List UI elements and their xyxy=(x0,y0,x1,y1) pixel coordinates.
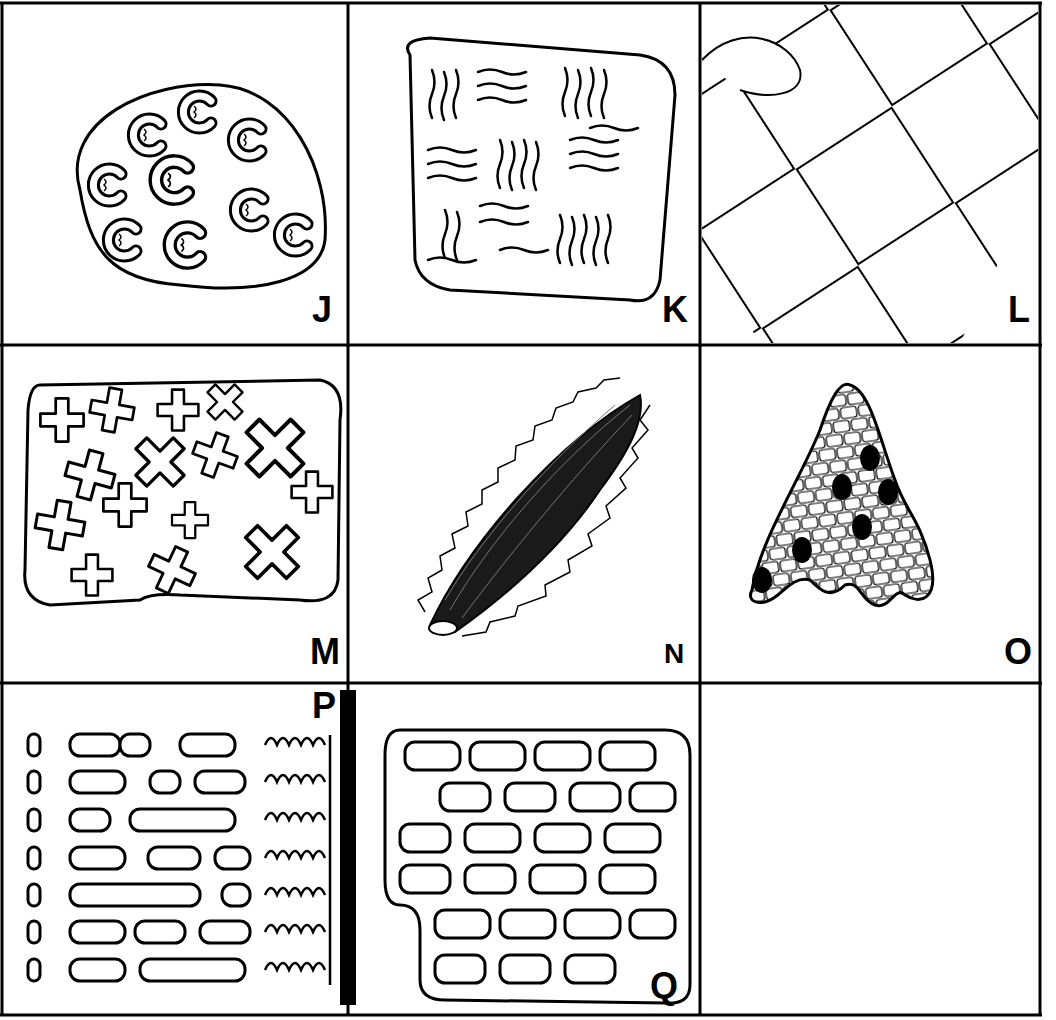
cell-letter: N xyxy=(664,640,684,668)
cell-letter: Q xyxy=(650,968,678,1004)
specimen-n xyxy=(418,378,650,636)
grid-lines xyxy=(0,3,1042,1015)
specimen-m xyxy=(25,375,341,605)
specimen-l xyxy=(702,5,1038,343)
cell-letter: L xyxy=(1008,292,1030,328)
cell-letter: K xyxy=(662,292,688,328)
specimen-q xyxy=(385,730,690,1003)
specimen-p xyxy=(28,690,356,1005)
cell-letter: M xyxy=(310,634,340,670)
cell-letter: O xyxy=(1004,634,1032,670)
specimen-o xyxy=(751,384,933,605)
specimen-j xyxy=(77,85,325,288)
cell-letter: P xyxy=(312,688,336,724)
specimen-k xyxy=(408,38,676,301)
cell-letter: J xyxy=(312,292,332,328)
